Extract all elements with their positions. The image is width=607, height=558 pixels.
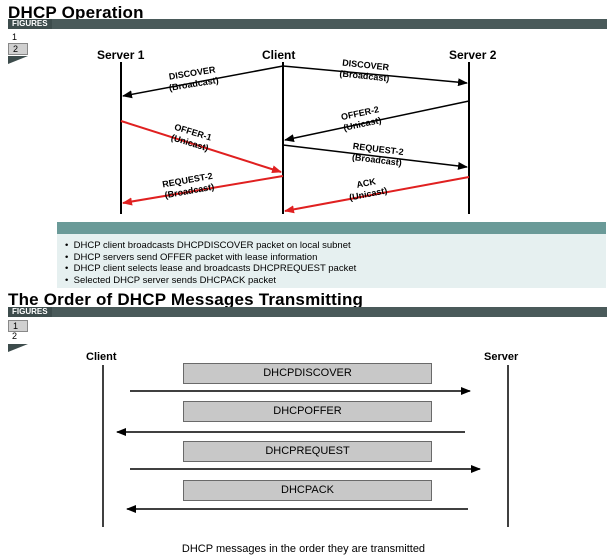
dhcprequest-box: DHCPREQUEST (183, 441, 432, 462)
top-figure-tab-2[interactable]: 2 (8, 43, 28, 55)
info-box: • DHCP client broadcasts DHCPDISCOVER pa… (57, 222, 606, 288)
discover-arrow-to-server2 (282, 65, 468, 87)
bottom-tab-corner (8, 344, 28, 352)
bottom-figures-label: FIGURES (8, 307, 52, 317)
bottom-client-label: Client (86, 351, 117, 363)
discover-arrow-to-server1 (122, 65, 284, 99)
top-tab-corner (8, 56, 28, 64)
request2-arrow-to-server2 (282, 144, 468, 170)
dhcpack-box: DHCPACK (183, 480, 432, 501)
top-title: DHCP Operation (8, 3, 144, 22)
info-bullet: • DHCP servers send OFFER packet with le… (65, 251, 318, 263)
ack-arrow (284, 176, 470, 214)
bottom-title: The Order of DHCP Messages Transmitting (8, 290, 364, 309)
bottom-figure-tab-2[interactable]: 2 (12, 331, 18, 341)
info-box-header (57, 222, 606, 234)
info-bullet: • DHCP client selects lease and broadcas… (65, 263, 357, 274)
offer2-arrow (284, 100, 470, 143)
top-figures-bar (8, 19, 607, 29)
dhcpoffer-box: DHCPOFFER (183, 401, 432, 422)
bottom-server-label: Server (484, 351, 519, 363)
client-label: Client (262, 48, 296, 62)
top-figure-tab-1[interactable]: 1 (12, 32, 18, 42)
top-figures-label: FIGURES (8, 19, 52, 29)
bottom-figure-tab-1[interactable]: 1 (8, 320, 28, 332)
request2-arrow-to-server1 (122, 175, 284, 206)
dhcpdiscover-box: DHCPDISCOVER (183, 363, 432, 384)
server1-label: Server 1 (97, 48, 145, 62)
info-bullet: • DHCP client broadcasts DHCPDISCOVER pa… (65, 240, 351, 251)
info-bullet: • Selected DHCP server sends DHCPACK pac… (65, 274, 277, 286)
bottom-figures-bar (8, 307, 607, 317)
server2-label: Server 2 (449, 48, 497, 62)
bottom-caption: DHCP messages in the order they are tran… (181, 543, 426, 555)
offer1-arrow (120, 120, 282, 174)
